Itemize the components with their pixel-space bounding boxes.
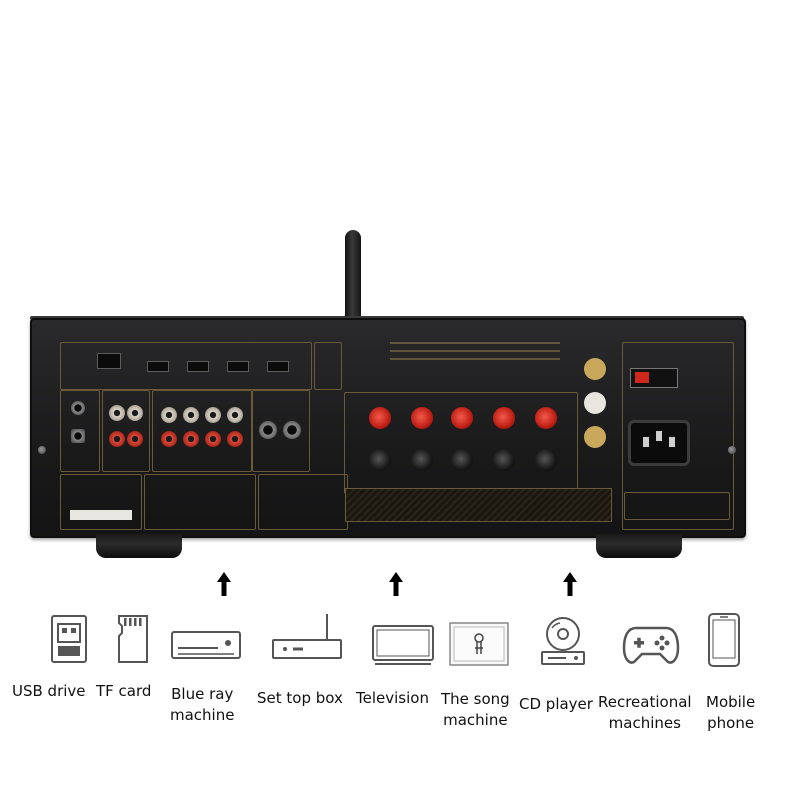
tf-card-icon [118,615,148,663]
rca-jack [127,431,143,447]
label-plate [60,474,142,530]
speaker-post-red [451,407,473,429]
serial-sticker [70,510,132,520]
up-arrow-icon [389,572,403,596]
speaker-terminal-section [344,392,578,494]
switch-lever [635,372,649,383]
label-plate [144,474,256,530]
dolby-notice [344,328,568,388]
hdmi-in-port [147,361,169,372]
usb-drive-icon [51,615,87,663]
text-line [390,342,560,344]
amp-foot [596,534,682,558]
screw [728,446,736,454]
text-line [390,358,560,360]
up-arrow-icon [563,572,577,596]
speaker-post-red [535,407,557,429]
mobile-phone-icon [708,613,740,667]
hot-surface-badge [584,426,606,448]
rca-jack [161,431,177,447]
speaker-post-red [493,407,515,429]
speaker-post-black [493,449,515,471]
rca-jack [183,407,199,423]
line-out-section [102,390,150,472]
warning-label [624,492,730,520]
hdmi-out-port [97,353,121,369]
speaker-post-black [535,449,557,471]
rca-jack [109,405,125,421]
power-inlet [628,420,690,466]
blu-ray-icon [171,631,241,659]
rca-jack [227,407,243,423]
gamepad-icon [622,626,680,664]
rca-jack [183,431,199,447]
device-label: Set top box [257,689,343,707]
coax-jack [71,401,85,415]
digital-in-section [60,390,100,472]
device-label: Mobile phone [706,693,756,732]
rca-jack [161,407,177,423]
hdmi-in-port [227,361,249,372]
inlet-pin [643,437,649,447]
speaker-post-black [369,449,391,471]
screw [38,446,46,454]
voltage-switch [630,368,678,388]
rca-jack [227,431,243,447]
set-top-box-icon [272,614,342,659]
song-machine-icon [449,622,509,666]
device-label: Blue ray machine [170,685,235,724]
rca-jack [205,431,221,447]
amp-foot [96,534,182,558]
rca-jack [205,407,221,423]
power-section [622,342,734,530]
rca-jack [127,405,143,421]
warning-badge [584,358,606,380]
device-label: The song machine [441,690,510,729]
inlet-pin [669,437,675,447]
micro-tf-slot [314,342,342,390]
text-line [390,350,560,352]
mic-jack [283,421,301,439]
cd-player-icon [541,617,585,665]
speaker-post-red [369,407,391,429]
device-label: USB drive [12,682,86,700]
device-label: Recreational machines [598,693,692,732]
hdmi-in-port [187,361,209,372]
hdmi-section [60,342,312,390]
model-plate [258,474,348,530]
speaker-post-black [411,449,433,471]
rca-jack [109,431,125,447]
hdmi-in-port [267,361,289,372]
speaker-plate [345,488,612,522]
mic-jack [259,421,277,439]
eco-badge [584,392,606,414]
analog-in-section [152,390,252,472]
speaker-post-black [451,449,473,471]
device-label: TF card [96,682,152,700]
speaker-post-red [411,407,433,429]
television-icon [372,625,434,665]
optical-jack [71,429,85,443]
mic-in-section [252,390,310,472]
inlet-pin [656,431,662,441]
device-label: Television [356,689,429,707]
up-arrow-icon [217,572,231,596]
device-label: CD player [519,695,593,713]
